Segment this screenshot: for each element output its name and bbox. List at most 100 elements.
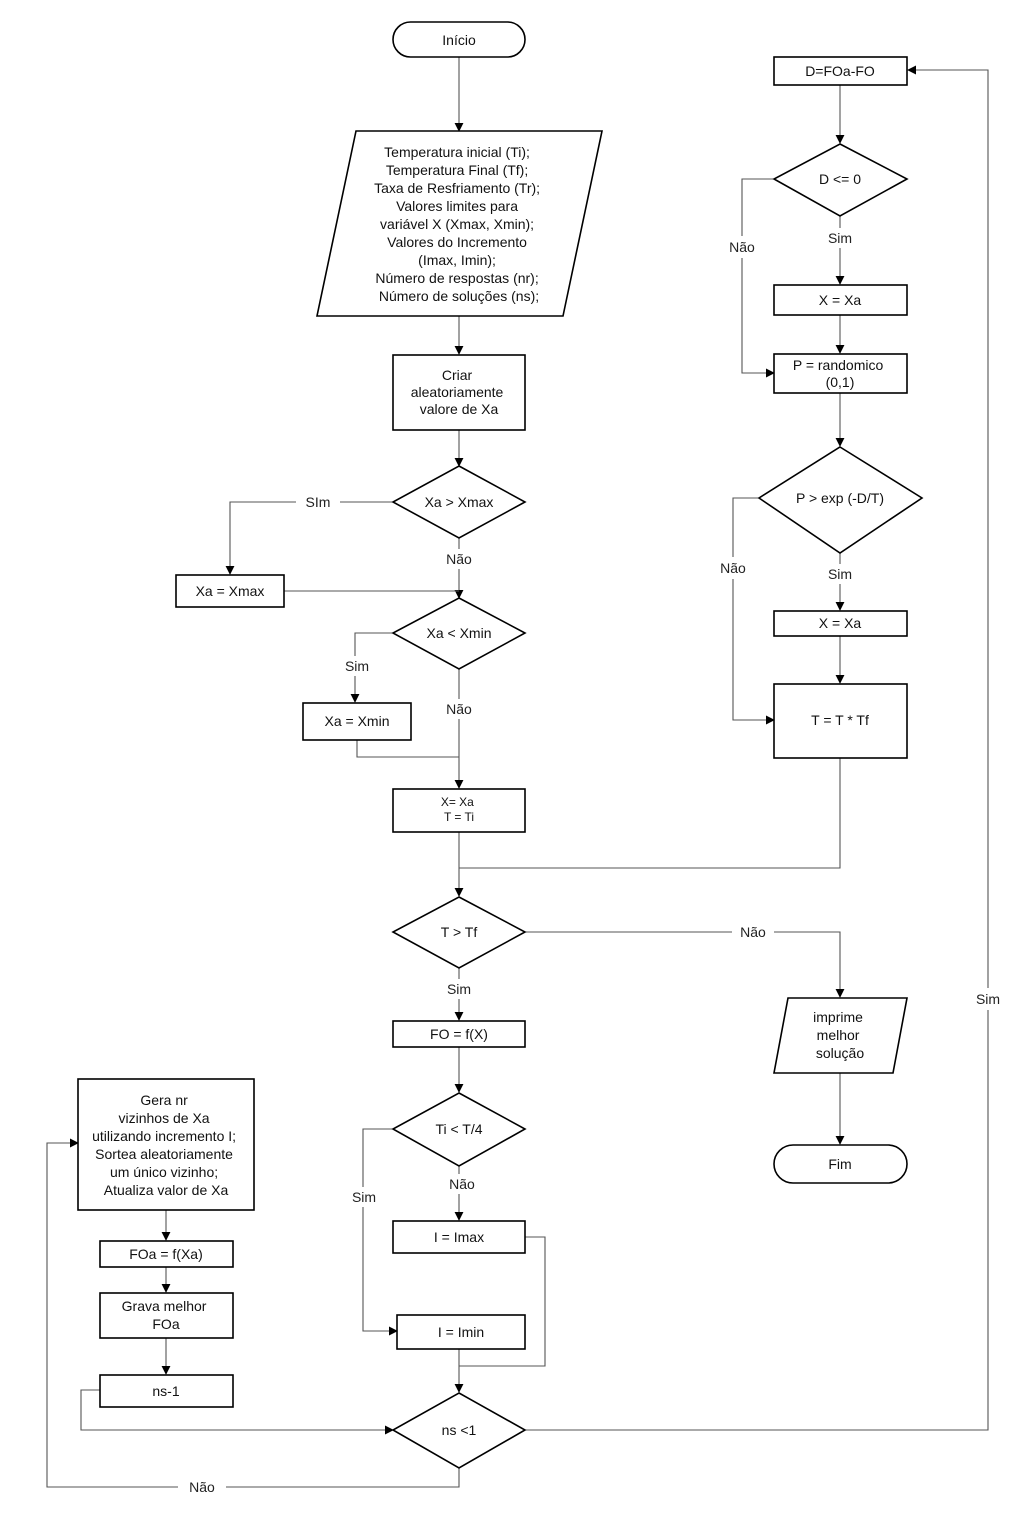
gera-line-2: vizinhos de Xa xyxy=(119,1110,210,1126)
end-terminator: Fim xyxy=(773,1144,908,1184)
process-foa-label: FOa = f(Xa) xyxy=(129,1246,203,1262)
edge-label-nao-ti: Não xyxy=(449,1176,475,1192)
connector-imax-merge xyxy=(459,1236,546,1367)
edge-label-sim-ns: Sim xyxy=(976,991,1000,1007)
process-fo: FO = f(X) xyxy=(392,1020,526,1048)
create-xa-line-3: valore de Xa xyxy=(420,401,499,417)
input-parameters: Temperatura inicial (Ti); Temperatura Fi… xyxy=(316,130,603,317)
edge-label-nao-xmax: Não xyxy=(446,551,472,567)
edge-label-nao-d: Não xyxy=(729,239,755,255)
process-x-eq-xa-1-label: X = Xa xyxy=(819,292,862,308)
decision-xa-lt-xmin-label: Xa < Xmin xyxy=(427,625,492,641)
decision-ns-lt-1-label: ns <1 xyxy=(442,1422,477,1438)
connector-ti-yes xyxy=(362,1128,398,1336)
create-xa-line-2: aleatoriamente xyxy=(411,384,504,400)
decision-ns-lt-1: ns <1 xyxy=(391,1392,527,1469)
process-i-imin: I = Imin xyxy=(396,1314,526,1350)
process-init-x-t: X= Xa T = Ti xyxy=(392,788,526,833)
process-x-eq-xa-2-label: X = Xa xyxy=(819,615,862,631)
param-line-4: Valores limites para xyxy=(396,198,518,214)
process-foa: FOa = f(Xa) xyxy=(99,1240,234,1268)
create-xa-line-1: Criar xyxy=(442,367,473,383)
edge-labels: SIm Não Sim Não Não Sim Sim Não Não Sim … xyxy=(178,228,1006,1497)
process-d-calc-label: D=FOa-FO xyxy=(805,63,875,79)
init-line-2: T = Ti xyxy=(444,810,474,824)
process-i-imin-label: I = Imin xyxy=(438,1324,484,1340)
connector-ttf-no xyxy=(525,931,845,998)
connector-ns-yes xyxy=(525,65,989,1431)
process-xa-eq-xmax-label: Xa = Xmax xyxy=(196,583,265,599)
process-t-update: T = T * Tf xyxy=(773,683,908,759)
decision-ti-lt-t4-label: Ti < T/4 xyxy=(435,1121,482,1137)
process-gera-vizinhos: Gera nr vizinhos de Xa utilizando increm… xyxy=(77,1078,255,1211)
edge-label-nao-xmin: Não xyxy=(446,701,472,717)
connector-xmax-yes xyxy=(225,501,393,575)
decision-d-le-0: D <= 0 xyxy=(772,143,909,217)
grava-line-2: FOa xyxy=(152,1316,179,1332)
param-line-6: Valores do Incremento xyxy=(387,234,527,250)
decision-xa-gt-xmax: Xa > Xmax xyxy=(391,465,527,539)
process-x-eq-xa-2: X = Xa xyxy=(773,610,908,637)
param-line-2: Temperatura Final (Tf); xyxy=(386,162,528,178)
edge-label-nao-ttf: Não xyxy=(740,924,766,940)
decision-t-gt-tf: T > Tf xyxy=(391,896,527,969)
edge-label-sim-xmin: Sim xyxy=(345,658,369,674)
gera-line-3: utilizando incremento I; xyxy=(92,1128,236,1144)
decision-ti-lt-t4: Ti < T/4 xyxy=(391,1092,527,1167)
process-ns-minus-1-label: ns-1 xyxy=(152,1383,179,1399)
create-xa-text: Criar aleatoriamente valore de Xa xyxy=(411,367,508,417)
process-x-eq-xa-1: X = Xa xyxy=(773,284,908,316)
imprime-line-3: solução xyxy=(816,1045,864,1061)
param-line-7: (Imax, Imin); xyxy=(418,252,496,268)
process-i-imax-label: I = Imax xyxy=(434,1229,484,1245)
process-grava-melhor-text: Grava melhor FOa xyxy=(122,1298,211,1332)
process-i-imax: I = Imax xyxy=(392,1220,526,1254)
create-xa-process: Criar aleatoriamente valore de Xa xyxy=(392,354,526,431)
connector-nsminus-decision xyxy=(80,1389,394,1435)
param-line-3: Taxa de Resfriamento (Tr); xyxy=(374,180,540,196)
process-fo-label: FO = f(X) xyxy=(430,1026,488,1042)
edge-label-nao-p: Não xyxy=(720,560,746,576)
imprime-line-1: imprime xyxy=(813,1009,863,1025)
grava-line-1: Grava melhor xyxy=(122,1298,207,1314)
start-label: Início xyxy=(442,32,476,48)
gera-line-1: Gera nr xyxy=(140,1092,188,1108)
param-line-1: Temperatura inicial (Ti); xyxy=(384,144,530,160)
gera-line-5: um único vizinho; xyxy=(110,1164,218,1180)
process-xa-eq-xmin-label: Xa = Xmin xyxy=(325,713,390,729)
connector-xmin-yes xyxy=(350,632,393,703)
output-imprime-text: imprime melhor solução xyxy=(813,1009,867,1061)
process-p-random: P = randomico (0,1) xyxy=(773,353,908,394)
param-line-9: Número de soluções (ns); xyxy=(379,288,539,304)
decision-d-le-0-label: D <= 0 xyxy=(819,171,861,187)
process-xa-eq-xmin: Xa = Xmin xyxy=(302,702,412,741)
decision-p-gt-exp: P > exp (-D/T) xyxy=(757,446,924,554)
gera-line-4: Sortea aleatoriamente xyxy=(95,1146,233,1162)
process-ns-minus-1: ns-1 xyxy=(99,1374,234,1408)
process-gera-vizinhos-text: Gera nr vizinhos de Xa utilizando increm… xyxy=(92,1092,240,1198)
connector-d0-no xyxy=(741,178,775,378)
param-line-8: Número de respostas (nr); xyxy=(375,270,538,286)
process-t-update-label: T = T * Tf xyxy=(811,712,869,728)
edge-label-sim-p: Sim xyxy=(828,566,852,582)
decision-p-gt-exp-label: P > exp (-D/T) xyxy=(796,490,884,506)
init-line-1: X= Xa xyxy=(441,795,474,809)
connector-exp-no xyxy=(732,497,775,725)
imprime-line-2: melhor xyxy=(817,1027,860,1043)
output-imprime: imprime melhor solução xyxy=(773,997,908,1074)
start-terminator: Início xyxy=(392,21,526,58)
edge-label-sim-ti: Sim xyxy=(352,1189,376,1205)
end-label: Fim xyxy=(828,1156,851,1172)
gera-line-6: Atualiza valor de Xa xyxy=(104,1182,229,1198)
process-d-calc: D=FOa-FO xyxy=(773,56,908,86)
param-line-5: variável X (Xmax, Xmin); xyxy=(380,216,534,232)
process-grava-melhor: Grava melhor FOa xyxy=(99,1292,234,1339)
connector-xaeqxmin-merge xyxy=(356,740,459,758)
edge-label-nao-ns: Não xyxy=(189,1479,215,1495)
process-init-x-t-text: X= Xa T = Ti xyxy=(441,795,477,824)
process-xa-eq-xmax: Xa = Xmax xyxy=(175,574,285,608)
connector-ns-no xyxy=(46,1138,460,1488)
connector-tupdate-loop xyxy=(459,758,841,869)
process-p-random-text: P = randomico (0,1) xyxy=(793,357,887,390)
